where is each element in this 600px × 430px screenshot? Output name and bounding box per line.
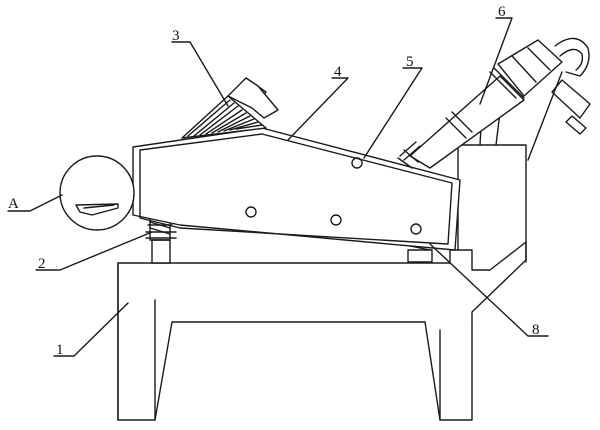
label-2: 2 [38, 256, 46, 272]
label-4: 4 [334, 64, 342, 80]
label-1: 1 [56, 342, 64, 358]
label-8: 8 [532, 322, 540, 338]
screen-hole-4 [410, 223, 422, 235]
screen-hole-2 [245, 206, 257, 218]
cyclone-assembly [397, 37, 591, 169]
labels: A 2 1 3 4 5 6 8 [8, 4, 540, 358]
detail-a [59, 155, 135, 231]
screen-box [132, 127, 461, 251]
screen-hole-3 [330, 214, 342, 226]
label-3: 3 [172, 28, 180, 44]
label-a: A [8, 196, 19, 212]
vibration-motor [181, 77, 279, 139]
label-5: 5 [406, 54, 414, 70]
label-6: 6 [498, 4, 506, 20]
spring-left [145, 208, 177, 264]
screen-hole-1 [351, 157, 363, 169]
leader-lines [7, 17, 563, 357]
